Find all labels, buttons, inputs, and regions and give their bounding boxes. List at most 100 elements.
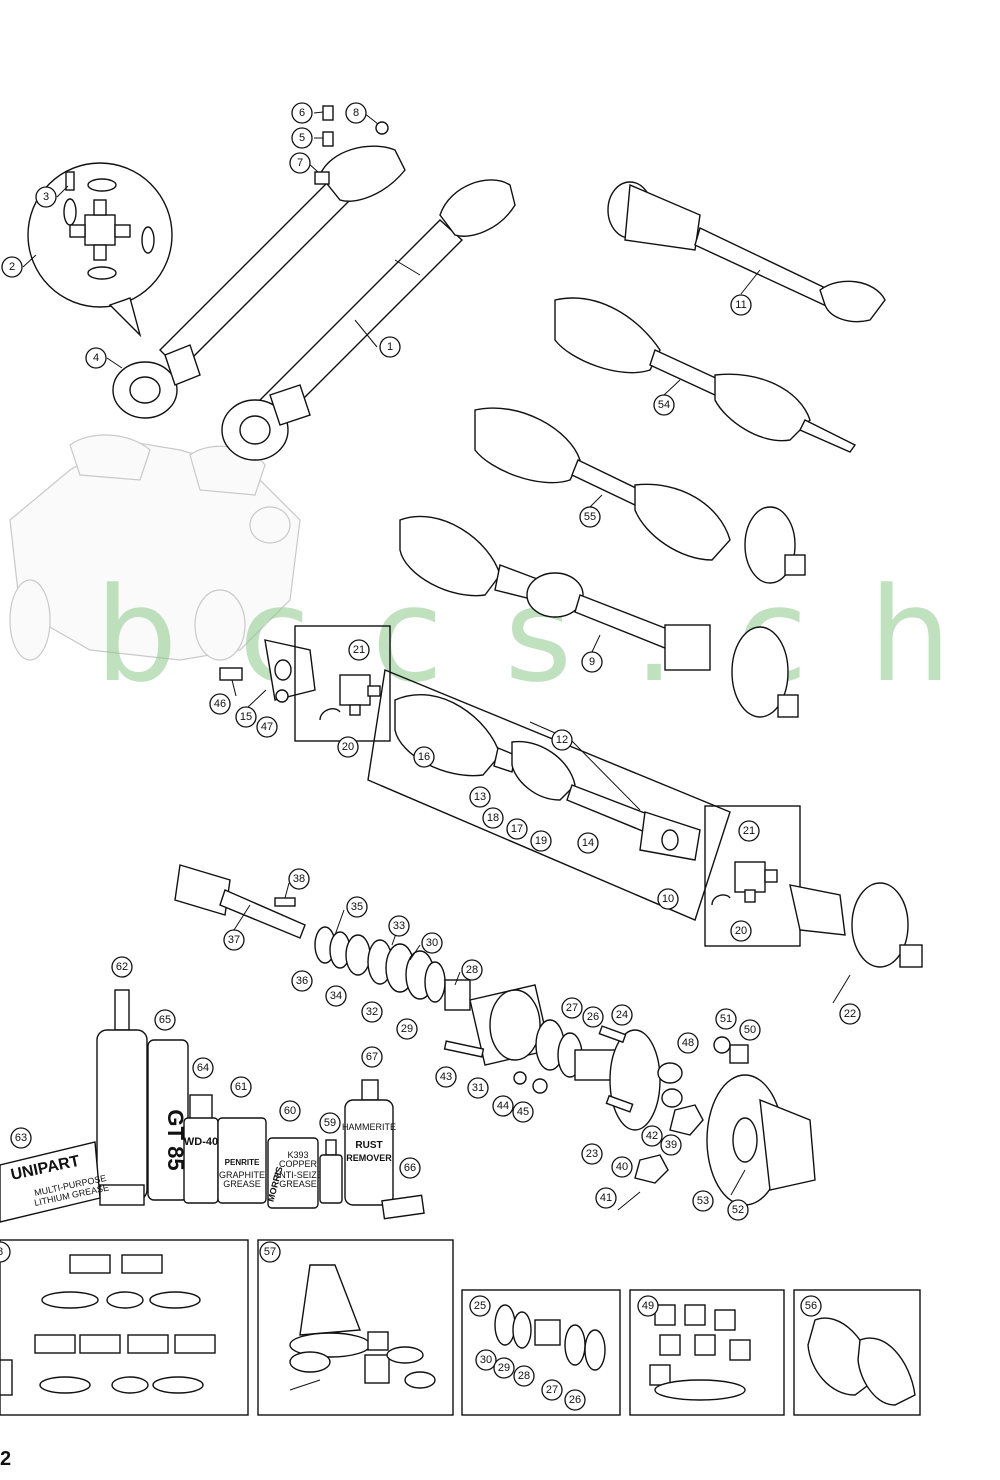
- callout-29: 29: [396, 1018, 418, 1040]
- callout-label: 37: [228, 934, 240, 946]
- callout-label: 7: [297, 157, 303, 169]
- callout-22: 22: [839, 1003, 861, 1025]
- callout-circle: [541, 1379, 563, 1401]
- callout-29: 29: [493, 1357, 515, 1379]
- callout-4: 4: [85, 347, 107, 369]
- callout-57: 57: [259, 1241, 281, 1263]
- callout-62: 62: [111, 956, 133, 978]
- callout-12: 12: [551, 729, 573, 751]
- callout-46: 46: [209, 693, 231, 715]
- callout-54: 54: [653, 394, 675, 416]
- callout-circle: [421, 932, 443, 954]
- callout-circle: [337, 736, 359, 758]
- callout-55: 55: [579, 506, 601, 528]
- callout-label: 14: [582, 837, 594, 849]
- hub-53: [706, 1074, 816, 1206]
- callout-10: 10: [657, 888, 679, 910]
- callout-label: 26: [587, 1011, 599, 1023]
- callout-circle: [469, 786, 491, 808]
- callout-circle: [581, 1143, 603, 1165]
- callout-label: 46: [214, 698, 226, 710]
- uj-kit-right-parts: [711, 861, 778, 906]
- callout-label: 10: [662, 893, 674, 905]
- callout-circle: [715, 1008, 737, 1030]
- callout-circle: [325, 985, 347, 1007]
- callout-circle: [291, 970, 313, 992]
- callout-40: 40: [611, 1156, 633, 1178]
- callout-label: 27: [546, 1384, 558, 1396]
- callout-label: 30: [480, 1354, 492, 1366]
- callout-49: 49: [637, 1295, 659, 1317]
- callout-label: 19: [535, 835, 547, 847]
- callout-label: 29: [498, 1362, 510, 1374]
- callout-5: 5: [291, 127, 313, 149]
- callout-circle: [611, 1004, 633, 1026]
- callout-circle: [230, 1076, 252, 1098]
- callout-39: 39: [660, 1134, 682, 1156]
- callout-20: 20: [730, 920, 752, 942]
- callout-26: 26: [564, 1389, 586, 1411]
- flange-yoke-15: [219, 639, 316, 703]
- callout-circle: [209, 693, 231, 715]
- callout-67: 67: [361, 1046, 383, 1068]
- callout-circle: [154, 1009, 176, 1031]
- callout-14: 14: [577, 832, 599, 854]
- callout-45: 45: [512, 1101, 534, 1123]
- callout-label: 29: [401, 1023, 413, 1035]
- callout-circle: [348, 639, 370, 661]
- callout-circle: [279, 1100, 301, 1122]
- callout-64: 64: [192, 1057, 214, 1079]
- callout-circle: [396, 1018, 418, 1040]
- callout-label: 64: [197, 1062, 209, 1074]
- lubricant-products: GT 85 WD-40 PENRITE GRAPHITE GREASE MORR…: [0, 989, 425, 1223]
- callout-30: 30: [421, 932, 443, 954]
- callout-label: 56: [805, 1300, 817, 1312]
- callout-circle: [692, 1190, 714, 1212]
- callout-label: 49: [642, 1300, 654, 1312]
- callout-circle: [469, 1295, 491, 1317]
- callout-30: 30: [475, 1349, 497, 1371]
- callout-circle: [461, 959, 483, 981]
- callout-7: 7: [289, 152, 311, 174]
- callout-label: 9: [589, 656, 595, 668]
- callout-circle: [727, 1199, 749, 1221]
- callout-circle: [289, 152, 311, 174]
- callout-47: 47: [256, 716, 278, 738]
- callout-label: 47: [261, 721, 273, 733]
- callout-label: 52: [732, 1204, 744, 1216]
- callout-60: 60: [279, 1100, 301, 1122]
- callout-label: 5: [299, 132, 305, 144]
- callout-circle: [259, 1241, 281, 1263]
- callout-label: 15: [240, 711, 252, 723]
- callout-label: 23: [586, 1148, 598, 1160]
- callout-label: 67: [366, 1051, 378, 1063]
- callout-circle: [256, 716, 278, 738]
- callout-32: 32: [361, 1001, 383, 1023]
- callout-label: 17: [511, 823, 523, 835]
- penrite-label: PENRITE: [225, 1158, 260, 1167]
- box-shaft-assembly-10: [367, 669, 731, 921]
- page-number: 2: [0, 1448, 12, 1470]
- box-uj-kit-right: [704, 805, 801, 947]
- callout-label: 33: [393, 920, 405, 932]
- callout-label: 28: [518, 1370, 530, 1382]
- callout-circle: [35, 186, 57, 208]
- hub-carrier-31: [443, 984, 583, 1094]
- callout-19: 19: [530, 830, 552, 852]
- callout-label: 60: [284, 1105, 296, 1117]
- callout-circle: [564, 1389, 586, 1411]
- kit-box-bearing: [461, 1289, 621, 1416]
- drive-shaft-55: [474, 407, 806, 584]
- drive-shaft-9: [399, 515, 799, 718]
- callout-66: 66: [399, 1157, 421, 1179]
- callout-circle: [319, 1112, 341, 1134]
- callout-circle: [730, 294, 752, 316]
- callout-circle: [738, 820, 760, 842]
- callout-label: 22: [844, 1008, 856, 1020]
- callout-label: 41: [600, 1192, 612, 1204]
- callout-label: 24: [616, 1009, 628, 1021]
- callout-13: 13: [469, 786, 491, 808]
- callout-circle: [288, 868, 310, 890]
- callout-41: 41: [595, 1187, 617, 1209]
- callout-circle: [291, 102, 313, 124]
